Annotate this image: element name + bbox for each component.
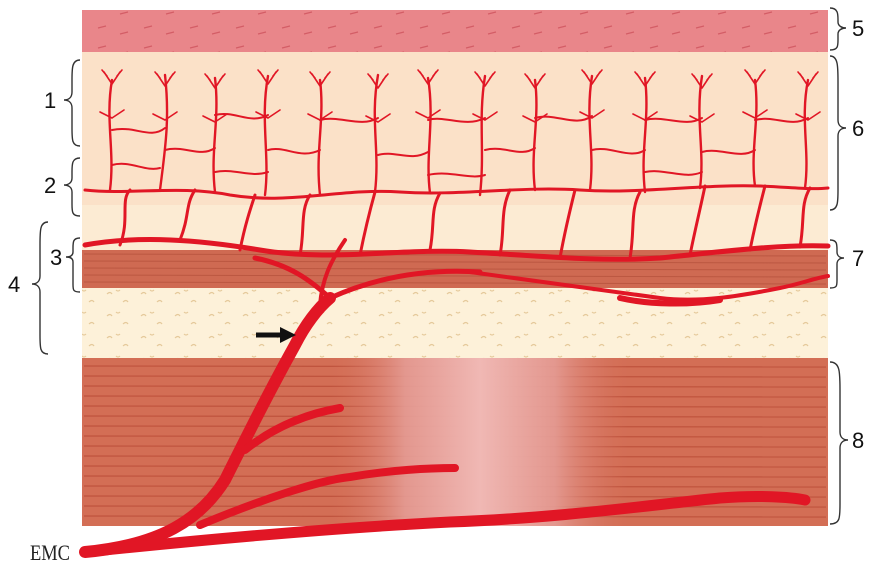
brace-6 <box>830 56 846 210</box>
label-4: 4 <box>8 272 20 297</box>
brace-1 <box>64 60 80 146</box>
label-5: 5 <box>852 16 864 41</box>
epidermis-layer <box>82 10 828 52</box>
brace-5 <box>830 8 846 50</box>
dermis-lower-layer <box>82 205 828 253</box>
brace-8 <box>830 362 848 524</box>
emc-logo: EMC <box>30 540 70 565</box>
label-7: 7 <box>852 246 864 271</box>
label-3: 3 <box>50 245 62 270</box>
brace-3 <box>66 238 80 292</box>
label-6: 6 <box>852 116 864 141</box>
brace-2 <box>64 158 80 216</box>
brace-4 <box>32 222 48 354</box>
label-2: 2 <box>44 173 56 198</box>
brace-7 <box>830 240 844 288</box>
muscle-tendon-region <box>330 358 630 526</box>
label-8: 8 <box>852 428 864 453</box>
label-1: 1 <box>44 88 56 113</box>
